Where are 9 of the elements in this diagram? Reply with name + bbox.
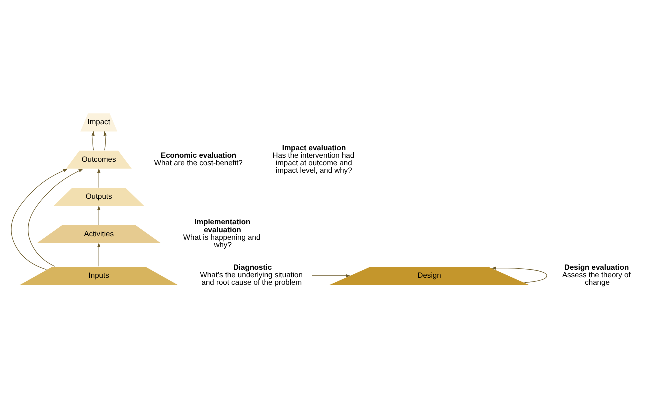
arrow [96, 206, 100, 226]
arrow [311, 274, 350, 278]
arrow [103, 131, 106, 151]
arrow [96, 168, 100, 188]
arrow [91, 131, 94, 151]
arrow [28, 168, 83, 267]
arrow [96, 242, 100, 267]
arrow [10, 168, 68, 270]
arrow [491, 266, 547, 284]
